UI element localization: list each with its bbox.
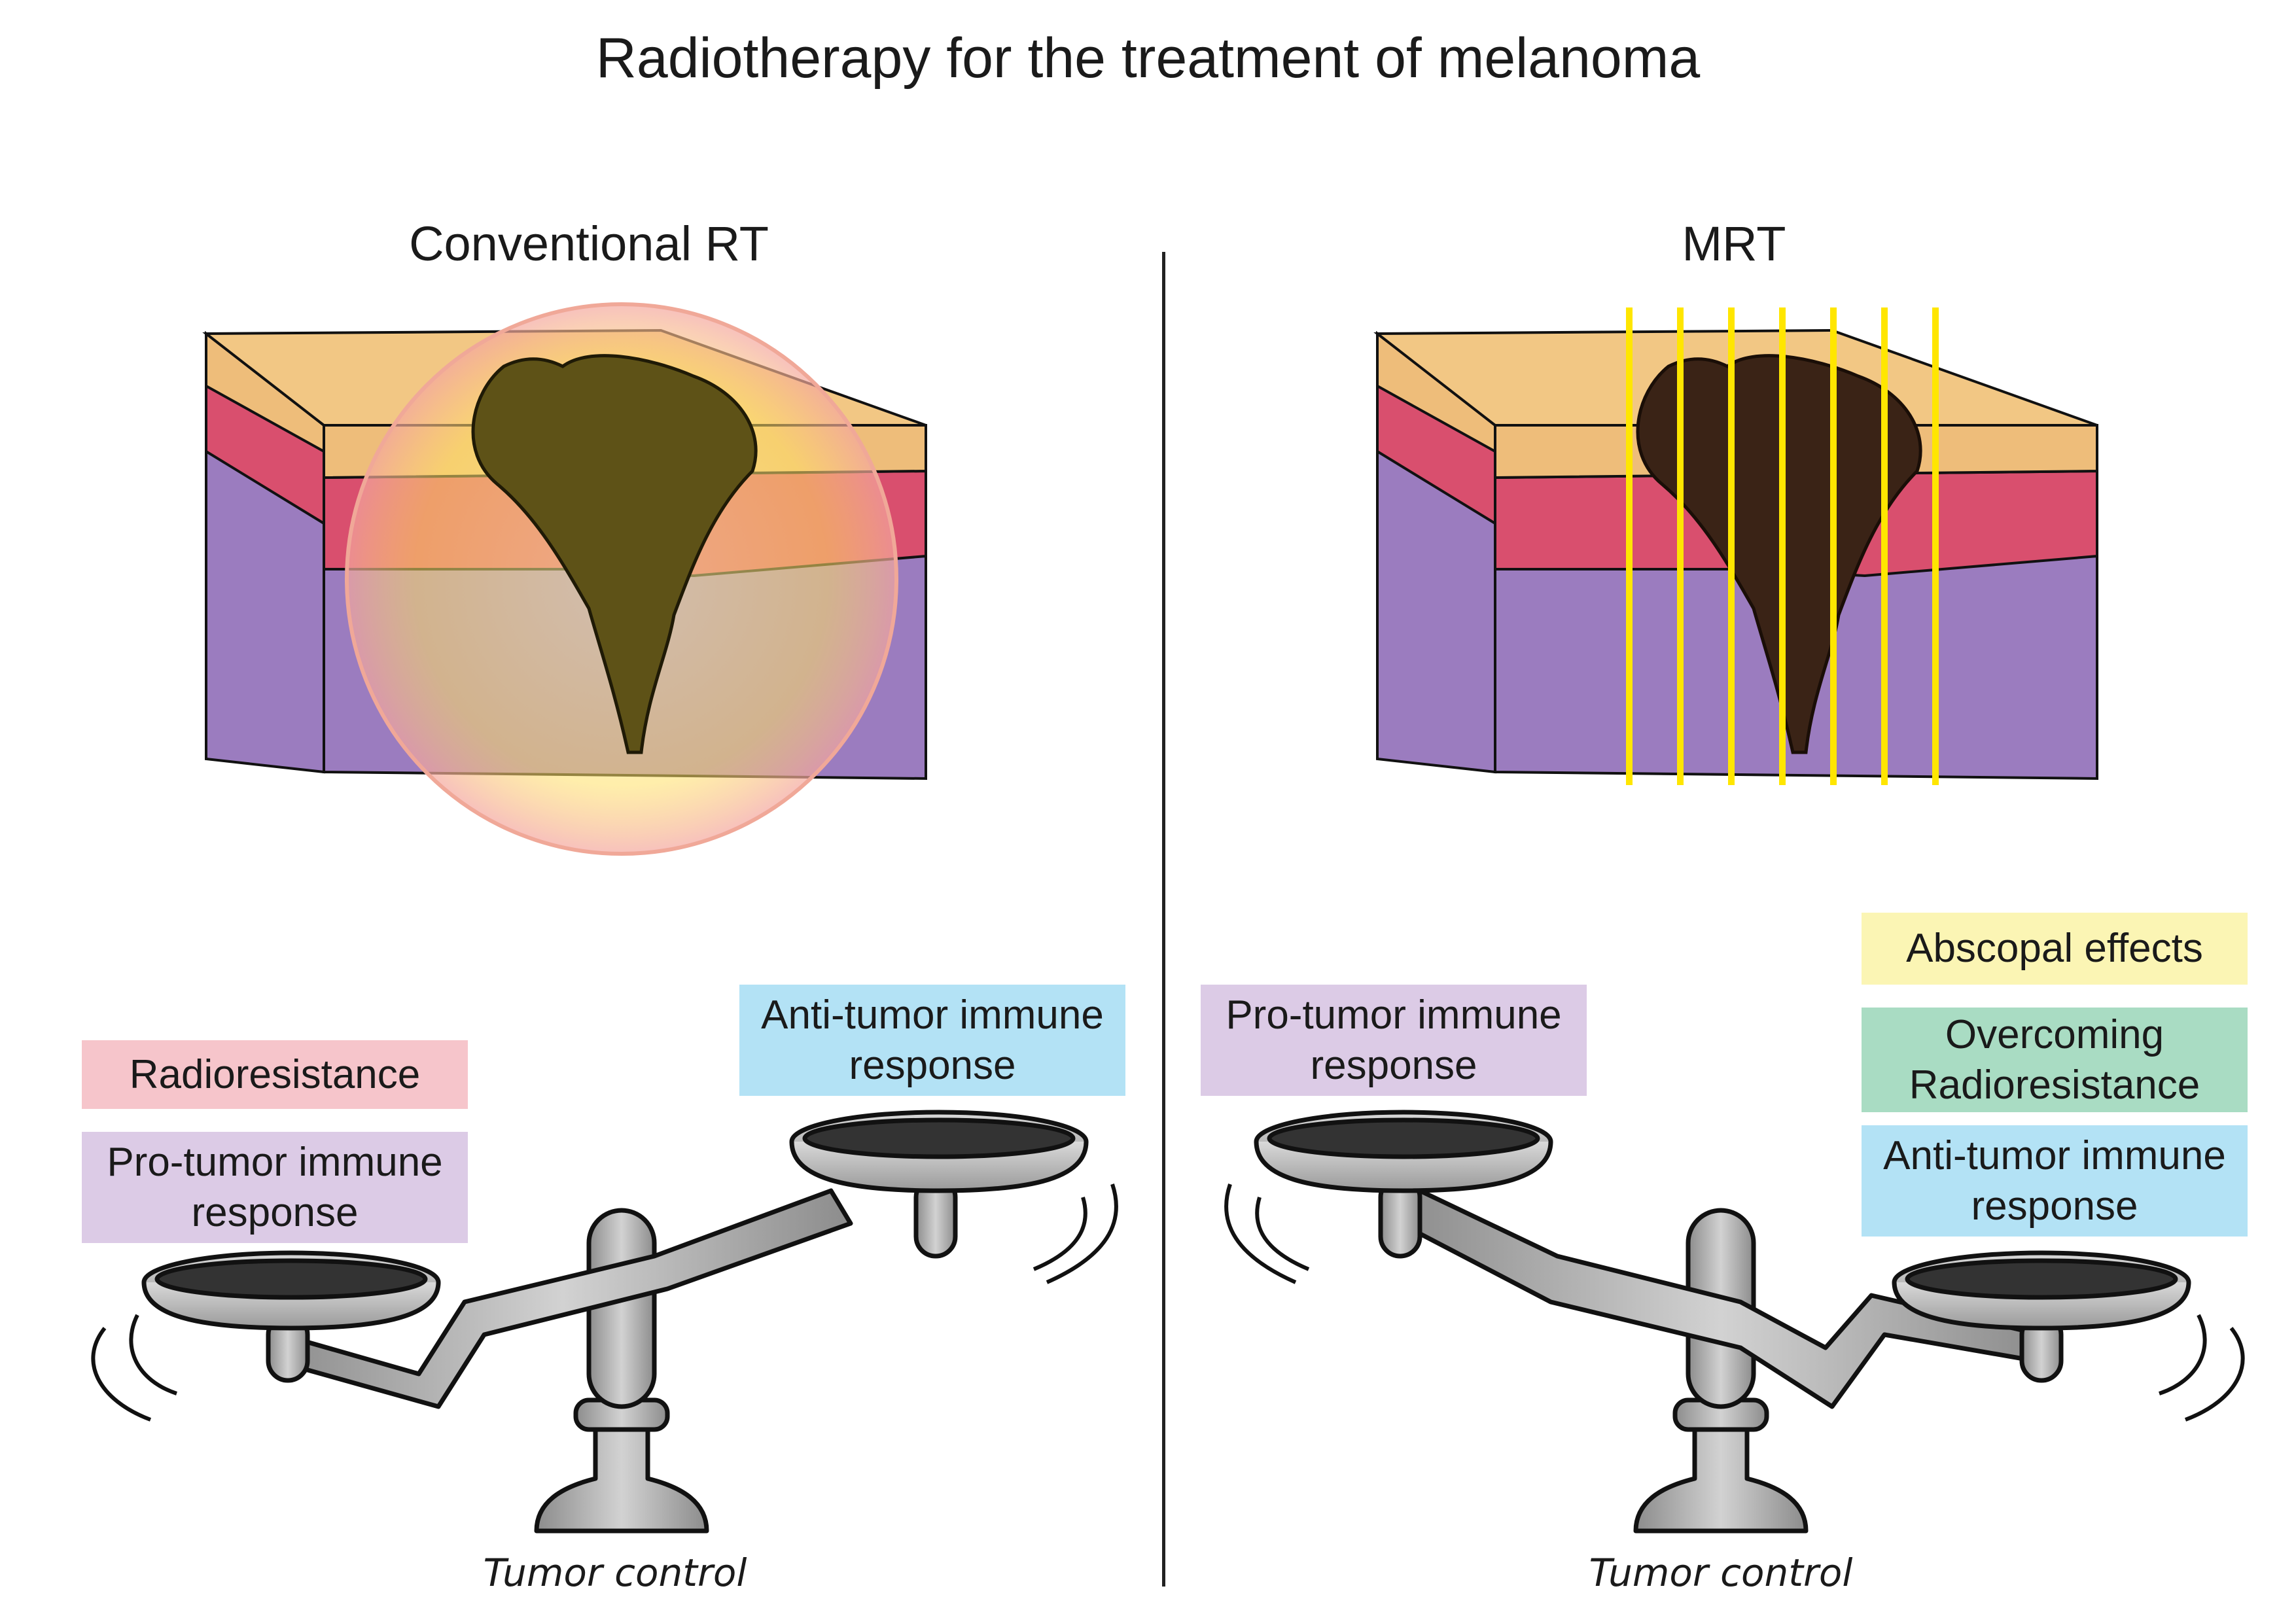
balance-scale-mrt	[1224, 1110, 2245, 1534]
label-tumor-control-right: Tumor control	[1589, 1551, 1853, 1595]
panel-title-conventional-rt: Conventional RT	[409, 217, 769, 271]
box-radioresistance: Radioresistance	[82, 1040, 468, 1109]
label-tumor-control-left: Tumor control	[483, 1551, 747, 1595]
figure-title: Radiotherapy for the treatment of melano…	[595, 27, 1701, 90]
box-overcoming-radioresistance: Overcoming Radioresistance	[1862, 1008, 2248, 1112]
box-pro-tumor-immune-response-right: Pro-tumor immune response	[1201, 985, 1587, 1096]
box-abscopal-effects: Abscopal effects	[1862, 913, 2248, 985]
panel-title-mrt: MRT	[1682, 217, 1786, 271]
balance-scale-conventional	[91, 1110, 1118, 1534]
microbeam-lines	[1626, 307, 1939, 785]
skin-block-conventional	[202, 302, 927, 856]
panel-divider	[1162, 252, 1165, 1587]
box-anti-tumor-immune-response-right: Anti-tumor immune response	[1862, 1125, 2248, 1237]
skin-block-mrt	[1373, 307, 2098, 785]
box-anti-tumor-immune-response-left: Anti-tumor immune response	[739, 985, 1125, 1096]
box-pro-tumor-immune-response-left: Pro-tumor immune response	[82, 1132, 468, 1243]
